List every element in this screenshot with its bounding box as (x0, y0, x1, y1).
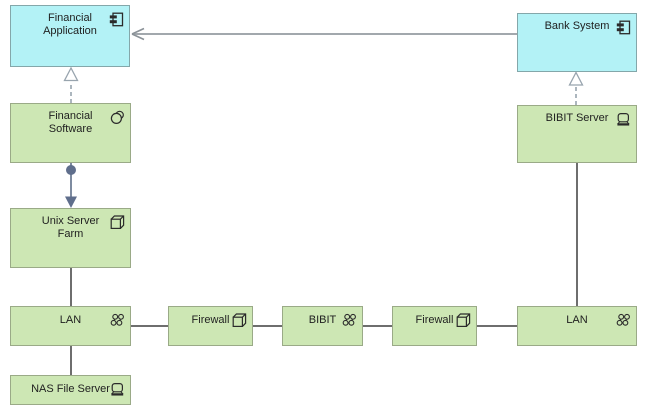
rel-bank-system-to-financial-application[interactable] (131, 27, 517, 41)
network-icon (342, 313, 357, 328)
node-bank-system[interactable]: Bank System (517, 13, 637, 72)
component-icon (616, 20, 631, 35)
system-software-icon (110, 110, 125, 125)
node-financial-application[interactable]: Financial Application (10, 5, 130, 67)
node-label: NAS File Server (31, 383, 110, 395)
rel-bibit-server-realizes-bank-system[interactable] (568, 71, 584, 106)
node-financial-software[interactable]: Financial Software (10, 103, 131, 163)
node-firewall-right[interactable]: Firewall (392, 306, 477, 346)
rel-financial-software-realizes-financial-application[interactable] (63, 66, 79, 103)
rel-financial-software-assigned-to-unix-server-farm[interactable] (65, 163, 77, 208)
node-label: BIBIT (308, 314, 337, 326)
node-label: Financial Application (43, 12, 97, 37)
network-icon (110, 313, 125, 328)
node-label: LAN (59, 314, 82, 326)
node-nas-file-server[interactable]: NAS File Server (10, 375, 131, 405)
node-bibit-network[interactable]: BIBIT (282, 306, 363, 346)
node-label: BIBIT Server (545, 112, 609, 124)
node-lan-right[interactable]: LAN (517, 306, 637, 346)
node-label: Unix Server Farm (41, 215, 100, 240)
node-cube-icon (232, 313, 247, 328)
node-label: LAN (566, 314, 588, 326)
node-label: Bank System (544, 20, 610, 32)
network-icon (616, 313, 631, 328)
node-lan-left[interactable]: LAN (10, 306, 131, 346)
node-cube-icon (110, 215, 125, 230)
node-label: Firewall (415, 314, 454, 326)
node-cube-icon (456, 313, 471, 328)
component-icon (109, 12, 124, 27)
node-bibit-server[interactable]: BIBIT Server (517, 105, 637, 163)
device-icon (110, 382, 125, 397)
node-label: Firewall (191, 314, 230, 326)
node-unix-server-farm[interactable]: Unix Server Farm (10, 208, 131, 268)
node-label: Financial Software (48, 110, 93, 135)
device-icon (616, 112, 631, 127)
node-firewall-left[interactable]: Firewall (168, 306, 253, 346)
